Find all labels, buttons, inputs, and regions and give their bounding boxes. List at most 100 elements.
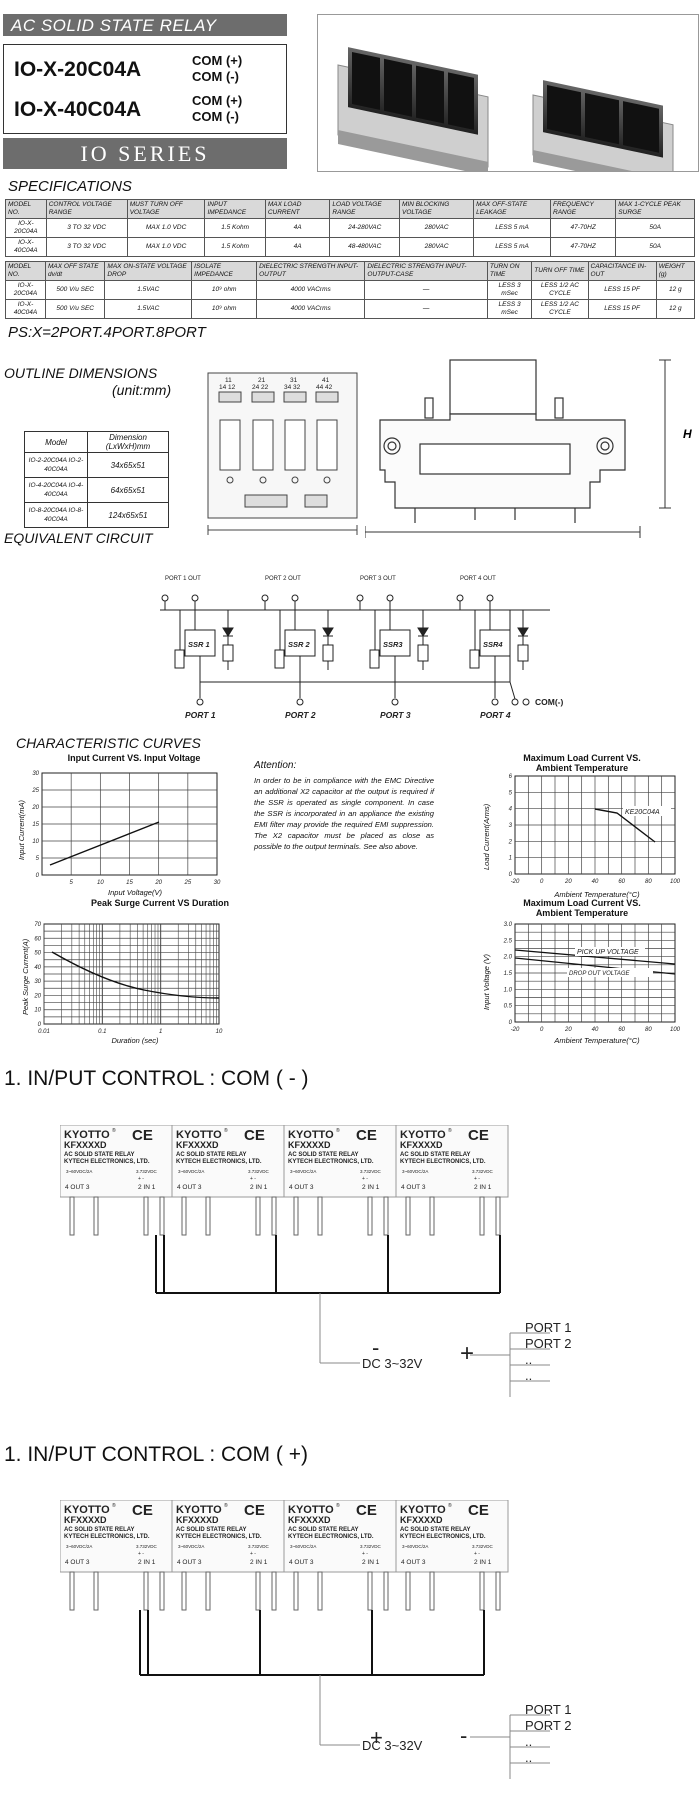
relay-rating-out: 3~60VDC/2A	[178, 1544, 204, 1549]
y-tick-label: 25	[31, 788, 39, 794]
relay-pin-out: 4 OUT 3	[177, 1184, 202, 1191]
series-bar: IO SERIES	[3, 138, 287, 169]
spec-cell: 3 TO 32 VDC	[45, 218, 128, 238]
relay-rating-out: 3~60VDC/2A	[66, 1169, 92, 1174]
relay-pin-out: 4 OUT 3	[401, 1184, 426, 1191]
relay-brand: KYOTTO	[176, 1129, 222, 1141]
model-2-com-minus: COM (-)	[192, 109, 239, 124]
spec-cell: LESS 1/2 AC CYCLE	[531, 299, 589, 319]
spec-cell: 12 g	[655, 280, 696, 300]
spec-cell: 48-480VAC	[329, 237, 401, 257]
y-tick-label: 2.0	[503, 955, 513, 961]
relay-pin-in: 2 IN 1	[474, 1559, 492, 1566]
chart4-pickup-label: PICK UP VOLTAGE	[577, 949, 639, 956]
ce-mark-icon: CE	[132, 1127, 153, 1144]
relay-board-small	[532, 80, 674, 171]
relay-line2: KYTECH ELECTRONICS, LTD.	[176, 1159, 262, 1165]
x-tick-label: 80	[645, 1027, 652, 1033]
port-out-label-1: PORT 1 OUT	[165, 576, 201, 582]
spec-cell: 50A	[615, 237, 695, 257]
spec-header-cell: MIN BLOCKING VOLTAGE	[399, 199, 475, 219]
chart2-series-line	[594, 808, 656, 843]
spec-cell: 280VAC	[399, 237, 475, 257]
outline-unit: (unit:mm)	[112, 382, 172, 398]
spec-header-cell: MAX 1-CYCLE PEAK SURGE	[615, 199, 695, 219]
relay-line2: KYTECH ELECTRONICS, LTD.	[288, 1159, 374, 1165]
x-tick-label: 100	[670, 879, 681, 885]
dim-cell: 124x65x51	[87, 502, 169, 528]
series-text: IO SERIES	[80, 141, 210, 166]
y-tick-label: 6	[509, 774, 513, 780]
chart4-ylabel: Input Voltage (V)	[482, 953, 491, 1010]
port-out-label-2: PORT 2 OUT	[265, 576, 301, 582]
port-label: PORT 2	[525, 1718, 571, 1733]
y-tick-label: 60	[34, 936, 41, 942]
relay-rating-out: 3~60VDC/2A	[402, 1544, 428, 1549]
y-tick-label: 30	[32, 771, 39, 777]
relay-line1: AC SOLID STATE RELAY	[400, 1152, 471, 1158]
spec-cell: 4000 VACrms	[256, 299, 366, 319]
dc-label: DC 3~32V	[362, 1738, 423, 1753]
port-label: PORT 1	[525, 1702, 571, 1717]
dim-cell: 64x65x51	[87, 477, 169, 503]
spec-header-cell: FREQUENCY RANGE	[550, 199, 617, 219]
relay-line2: KYTECH ELECTRONICS, LTD.	[176, 1534, 262, 1540]
relay-polarity: + -	[250, 1176, 256, 1182]
ssr-label-2: SSR 2	[288, 640, 311, 649]
y-tick-label: 0	[509, 872, 513, 878]
relay-line2: KYTECH ELECTRONICS, LTD.	[64, 1534, 150, 1540]
relay-line2: KYTECH ELECTRONICS, LTD.	[288, 1534, 374, 1540]
relay-pin-in: 2 IN 1	[250, 1559, 268, 1566]
relay-model: KFXXXXD	[64, 1140, 107, 1150]
pin-label-31: 31	[290, 377, 298, 384]
outline-top-view: 11 14 12 21 24 22 31 34 32 41 44 42	[207, 372, 358, 535]
dim-cell: IO-4-20C04A IO-4-40C04A	[24, 477, 88, 503]
y-tick-label: 0.5	[504, 1004, 513, 1010]
x-tick-label: 25	[183, 880, 191, 886]
relay-model: KFXXXXD	[176, 1140, 219, 1150]
spec-header-cell: DIELECTRIC STRENGTH INPUT-OUTPUT	[256, 261, 366, 281]
relay-model: KFXXXXD	[64, 1515, 107, 1525]
relay-rating-in: 3.732VDC	[136, 1169, 158, 1174]
x-tick-label: 40	[592, 879, 599, 885]
chart2-title: Maximum Load Current VS. Ambient Tempera…	[523, 753, 641, 773]
port-label-2: PORT 2	[285, 710, 316, 720]
relay-pin-in: 2 IN 1	[474, 1184, 492, 1191]
relay-board-large	[337, 47, 489, 171]
relay-pin-in: 2 IN 1	[138, 1559, 156, 1566]
dim-cell: IO-8-20C04A IO-8-40C04A	[24, 502, 88, 528]
ssr-label-4: SSR4	[483, 640, 503, 649]
relay-reg-mark: ®	[336, 1502, 340, 1509]
spec-cell: 24-280VAC	[329, 218, 401, 238]
terminals-top	[218, 391, 339, 403]
y-tick-label: 0	[38, 1022, 42, 1028]
relay-pin-in: 2 IN 1	[362, 1559, 380, 1566]
ce-mark-icon: CE	[244, 1127, 265, 1144]
spec-cell: 280VAC	[399, 218, 475, 238]
spec-header-cell: WEIGHT (g)	[655, 261, 696, 281]
port-out-label-4: PORT 4 OUT	[460, 576, 496, 582]
relay-rating-out: 3~60VDC/2A	[402, 1169, 428, 1174]
relay-brand: KYOTTO	[400, 1129, 446, 1141]
pin-label-3432: 34 32	[284, 384, 301, 391]
relay-polarity: + -	[474, 1176, 480, 1182]
wiring2-title: 1. IN/PUT CONTROL : COM ( +)	[4, 1443, 308, 1466]
spec-cell: IO-X-20C04A	[5, 280, 46, 300]
spec-header-cell: TURN ON TIME	[486, 261, 533, 281]
spec-header-cell: TURN OFF TIME	[531, 261, 589, 281]
spec-header-cell: MODEL NO.	[5, 261, 46, 281]
dim-header-cell: Model	[24, 431, 88, 453]
relay-pin-out: 4 OUT 3	[177, 1559, 202, 1566]
relay-rating-in: 3.732VDC	[136, 1544, 158, 1549]
relay-line1: AC SOLID STATE RELAY	[64, 1527, 135, 1533]
chart4-title: Maximum Load Current VS. Ambient Tempera…	[523, 898, 641, 918]
port-label: ..	[525, 1352, 532, 1367]
